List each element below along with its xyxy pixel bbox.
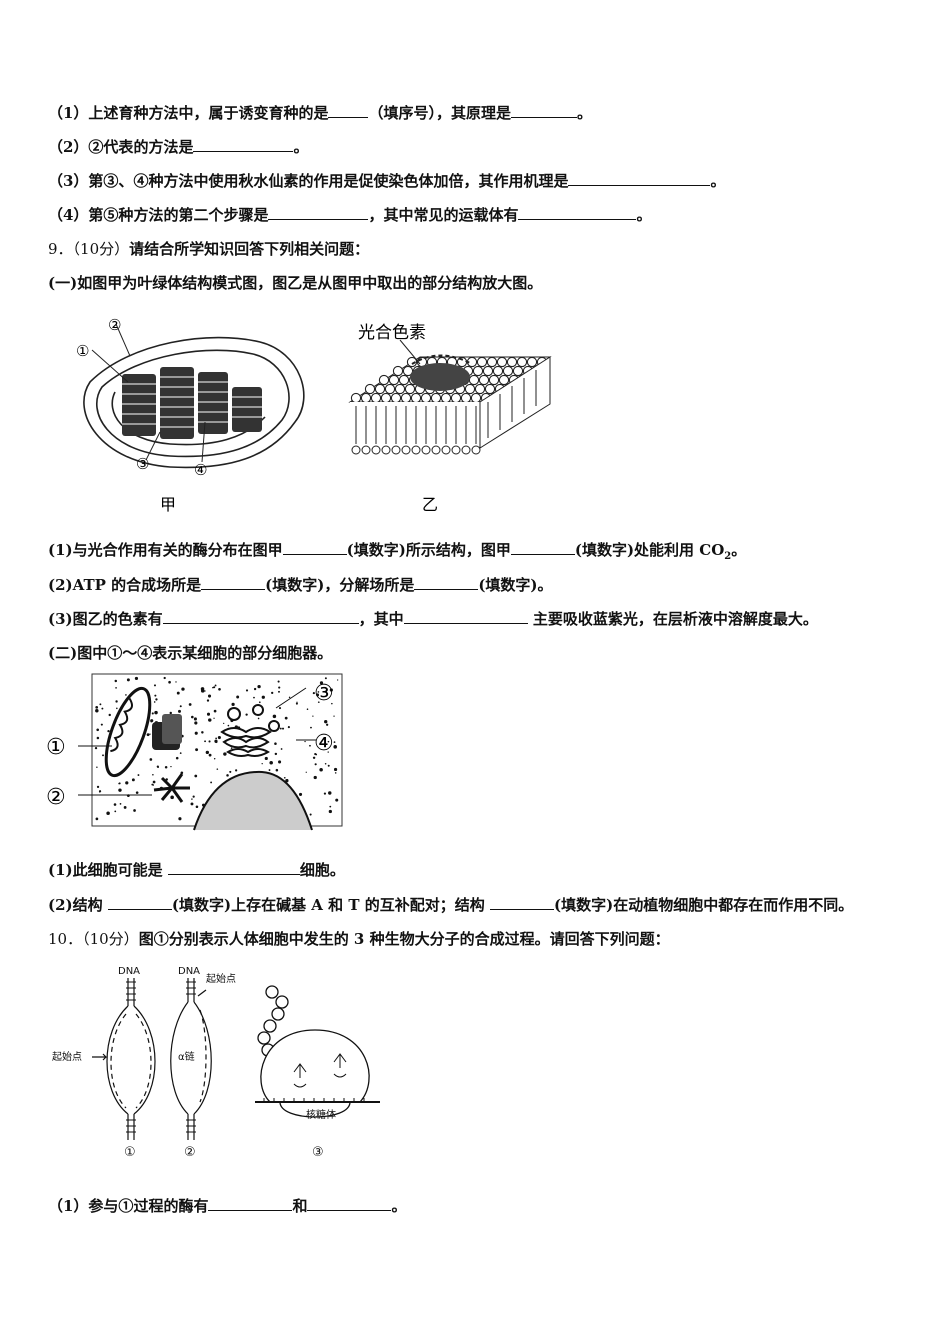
organelle-figure: ① ② ③ ④	[46, 673, 343, 831]
answer-blank[interactable]	[510, 540, 575, 555]
answer-blank[interactable]	[403, 609, 528, 624]
q9-4: (1)此细胞可能是 细胞。	[48, 860, 345, 879]
q9-5: (2)结构 (填数字)上存在碱基 A 和 T 的互补配对；结构 (填数字)在动植…	[48, 895, 854, 914]
q8-3: （3）第③、④种方法中使用秋水仙素的作用是促使染色体加倍，其作用机理是。	[48, 171, 726, 190]
label-4: ④	[194, 461, 207, 479]
q9-2: (2)ATP 的合成场所是(填数字)，分解场所是(填数字)。	[48, 575, 553, 594]
q10-heading: 10．（10分）图①分别表示人体细胞中发生的 3 种生物大分子的合成过程。请回答…	[48, 930, 670, 948]
q9-3: (3)图乙的色素有，其中 主要吸收蓝紫光，在层析液中溶解度最大。	[48, 609, 818, 628]
label-1: ①	[76, 342, 89, 360]
answer-blank[interactable]	[107, 895, 172, 910]
answer-blank[interactable]	[490, 895, 554, 910]
label-3: ③	[136, 455, 149, 473]
answer-blank[interactable]	[518, 205, 637, 220]
answer-blank[interactable]	[208, 1196, 293, 1211]
answer-blank[interactable]	[162, 609, 359, 624]
label-2: ②	[108, 316, 121, 334]
answer-blank[interactable]	[510, 103, 577, 118]
answer-blank[interactable]	[268, 205, 369, 220]
q10-1: （1）参与①过程的酶有和。	[48, 1196, 407, 1215]
q9-part2: (二)图中①～④表示某细胞的部分细胞器。	[48, 644, 333, 662]
alpha-chain-label: α链	[178, 1050, 195, 1063]
answer-blank[interactable]	[568, 171, 711, 186]
answer-blank[interactable]	[201, 575, 266, 590]
answer-blank[interactable]	[193, 137, 294, 152]
chloroplast-figure: ② ① ③ ④ 甲 光合色素 乙	[76, 316, 552, 514]
organelle-label-1: ①	[46, 735, 66, 760]
q8-1: （1）上述育种方法中，属于诱变育种的是（填序号），其原理是。	[48, 103, 592, 122]
q9-1: (1)与光合作用有关的酶分布在图甲(填数字)所示结构，图甲(填数字)处能利用 C…	[48, 540, 747, 562]
process-label-1: ①	[124, 1145, 136, 1160]
q8-2: （2）②代表的方法是。	[48, 137, 309, 156]
synthesis-figure: DNA DNA 起始点 起始点 α链 核糖体 ① ② ③	[52, 966, 380, 1160]
organelle-label-4: ④	[314, 731, 334, 756]
answer-blank[interactable]	[282, 540, 347, 555]
organelle-label-2: ②	[46, 785, 66, 810]
q9-part1: (一)如图甲为叶绿体结构模式图，图乙是从图甲中取出的部分结构放大图。	[48, 274, 543, 292]
answer-blank[interactable]	[167, 860, 300, 875]
dna-label-1: DNA	[118, 966, 140, 977]
process-label-3: ③	[312, 1145, 324, 1160]
start-point-label-2: 起始点	[206, 972, 236, 985]
start-point-label-1: 起始点	[52, 1050, 82, 1063]
answer-blank[interactable]	[307, 1196, 392, 1211]
answer-blank[interactable]	[328, 103, 369, 118]
answer-blank[interactable]	[414, 575, 479, 590]
q8-4: （4）第⑤种方法的第二个步骤是，其中常见的运载体有。	[48, 205, 652, 224]
dna-label-2: DNA	[178, 966, 200, 977]
caption-yi: 乙	[422, 495, 438, 514]
process-label-2: ②	[184, 1145, 196, 1160]
organelle-label-3: ③	[314, 681, 334, 706]
q9-heading: 9．（10分）请结合所学知识回答下列相关问题：	[48, 240, 370, 258]
caption-jia: 甲	[160, 495, 176, 514]
ribosome-label: 核糖体	[306, 1108, 336, 1121]
thylakoid-membrane	[348, 339, 552, 455]
pigment-label: 光合色素	[358, 323, 426, 343]
